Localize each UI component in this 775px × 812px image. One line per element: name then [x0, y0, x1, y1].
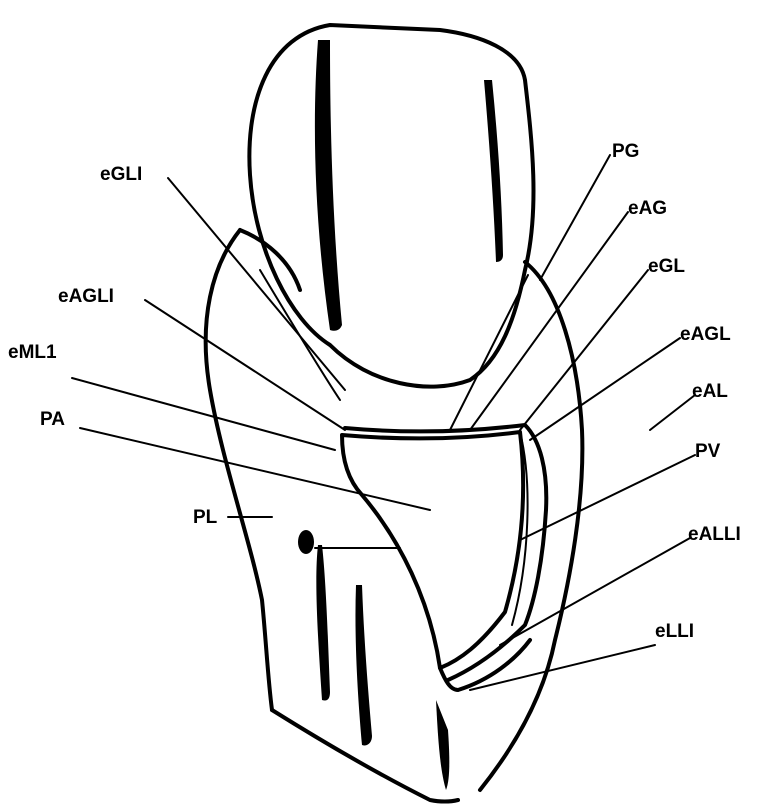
leader-PG	[540, 155, 610, 280]
body-stripe-2	[355, 585, 372, 745]
label-PL: PL	[193, 507, 218, 528]
label-PV: PV	[695, 441, 721, 462]
body-stripe-1	[316, 545, 330, 701]
label-eAL: eAL	[692, 381, 728, 402]
label-eAGL: eAGL	[680, 324, 731, 345]
label-eALLI: eALLI	[688, 524, 741, 545]
label-PG: PG	[612, 141, 639, 162]
bottom-fold	[440, 640, 530, 690]
label-eGL: eGL	[648, 256, 685, 277]
body-spot	[298, 530, 314, 554]
top-lobe-stripe-left	[315, 40, 342, 331]
top-lobe-stripe-right	[484, 80, 503, 262]
label-eGLI: eGLI	[100, 164, 142, 185]
leader-eAG	[470, 212, 628, 430]
panel-front	[342, 432, 523, 668]
leader-eML	[72, 378, 335, 450]
leader-PA	[80, 428, 430, 510]
label-eML: eML1	[8, 342, 57, 363]
label-PA: PA	[40, 409, 65, 430]
body-stripe-3	[436, 700, 449, 790]
leader-eAGLI	[145, 300, 345, 430]
leader-eAL	[650, 395, 695, 430]
top-lobe-outline	[249, 25, 533, 387]
inner-line-2	[450, 275, 528, 430]
label-eAGLI: eAGLI	[58, 286, 114, 307]
label-eAG: eAG	[628, 198, 667, 219]
label-eLLI: eLLI	[655, 621, 694, 642]
leader-eGL	[520, 270, 648, 430]
